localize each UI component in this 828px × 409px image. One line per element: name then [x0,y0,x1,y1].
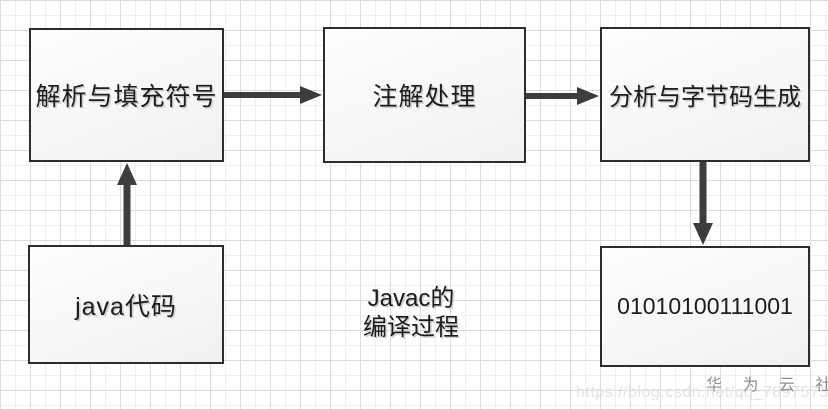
arrow-parse-to-annotation [220,86,322,104]
diagram-caption: Javac的 编译过程 [326,284,496,342]
node-analysis-bytecode-generation: 分析与字节码生成 [600,27,810,162]
watermark-huawei-cloud-community: 华 为 云 社 区 [706,377,828,394]
caption-line-2: 编译过程 [363,314,459,341]
arrow-bytecode-to-binary [693,159,713,245]
arrow-annotation-to-bytecode [518,87,599,105]
node-binary-output: 01010100111001 [600,246,810,367]
node-java-code: java代码 [28,245,224,364]
caption-line-1: Javac的 [367,285,455,312]
node-annotation-processing: 注解处理 [323,27,526,163]
arrow-java-to-parse [117,163,137,250]
watermark-csdn-url: https://blog.csdn.net/qq_78975731 [576,384,828,401]
node-parse-fill-symbols: 解析与填充符号 [29,28,224,162]
